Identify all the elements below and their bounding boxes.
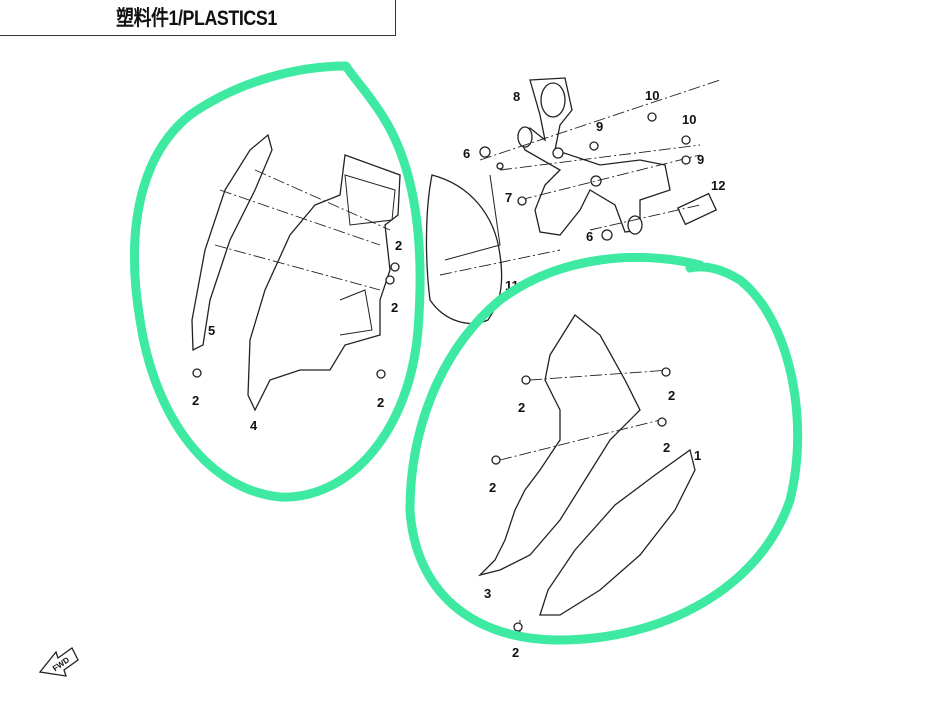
callout-6: 6 bbox=[586, 229, 593, 244]
callout-10: 10 bbox=[645, 88, 659, 103]
part-12-pad[interactable] bbox=[676, 192, 718, 226]
callout-5: 5 bbox=[208, 323, 215, 338]
part-5-cover[interactable] bbox=[191, 133, 273, 352]
callout-10: 10 bbox=[682, 112, 696, 127]
callout-2: 2 bbox=[377, 395, 384, 410]
callout-6: 6 bbox=[463, 146, 470, 161]
callout-2: 2 bbox=[489, 480, 496, 495]
callout-2: 2 bbox=[192, 393, 199, 408]
highlight-right-group bbox=[405, 252, 803, 645]
part-11-panel[interactable] bbox=[425, 174, 503, 324]
part-4-side-panel[interactable] bbox=[247, 154, 401, 412]
diagram-title-box: 塑料件1/PLASTICS1 bbox=[0, 0, 396, 36]
part-1-cover[interactable] bbox=[539, 448, 696, 616]
callout-2: 2 bbox=[668, 388, 675, 403]
diagram-title: 塑料件1/PLASTICS1 bbox=[116, 7, 278, 30]
fasteners bbox=[192, 112, 691, 632]
callout-2: 2 bbox=[395, 238, 402, 253]
highlight-left-group bbox=[129, 61, 425, 502]
callout-7: 7 bbox=[505, 190, 512, 205]
callout-1: 1 bbox=[694, 448, 701, 463]
callout-2: 2 bbox=[518, 400, 525, 415]
callout-2: 2 bbox=[512, 645, 519, 660]
callout-9: 9 bbox=[596, 119, 603, 134]
callout-2: 2 bbox=[391, 300, 398, 315]
callout-3: 3 bbox=[484, 586, 491, 601]
callout-9: 9 bbox=[697, 152, 704, 167]
fwd-arrow-icon: FWD bbox=[38, 647, 79, 677]
callout-4: 4 bbox=[250, 418, 258, 433]
callout-2: 2 bbox=[663, 440, 670, 455]
callout-8: 8 bbox=[513, 89, 520, 104]
callout-12: 12 bbox=[711, 178, 725, 193]
